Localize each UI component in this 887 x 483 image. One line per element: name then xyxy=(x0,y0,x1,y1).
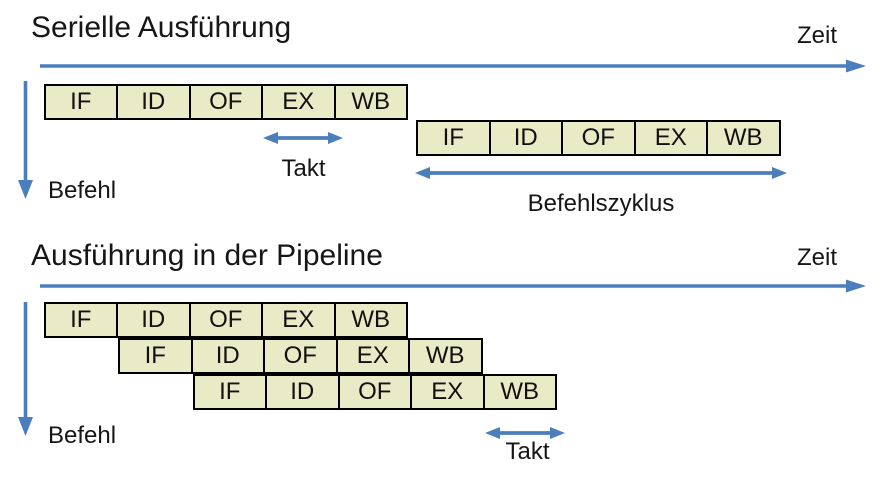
stage-cell: IF xyxy=(43,302,118,338)
stage-cell: ID xyxy=(488,120,563,156)
stage-cell: EX xyxy=(335,338,410,374)
stage-cell: WB xyxy=(408,338,483,374)
time-axis-arrow xyxy=(40,279,866,292)
clock-span-arrow xyxy=(485,427,565,439)
stage-cell: OF xyxy=(263,338,338,374)
serial-section-title: Serielle Ausführung xyxy=(31,11,292,44)
stage-cell: ID xyxy=(190,338,265,374)
stage-cell: IF xyxy=(118,338,193,374)
instruction-axis-arrow xyxy=(18,81,33,199)
stage-row-serial-2: IF ID OF EX WB xyxy=(416,120,781,156)
stage-cell: WB xyxy=(333,302,408,338)
time-axis-arrow xyxy=(40,59,866,72)
instruction-cycle-label: Befehlszyklus xyxy=(527,189,675,217)
time-axis-label: Zeit xyxy=(796,244,837,271)
instruction-axis-label: Befehl xyxy=(48,421,117,449)
time-axis-label: Zeit xyxy=(796,22,837,49)
instruction-axis-label: Befehl xyxy=(48,176,117,204)
instruction-axis-arrow xyxy=(18,302,33,436)
stage-row-pipeline-2: IF ID OF EX WB xyxy=(118,338,483,374)
stage-cell: WB xyxy=(482,374,557,410)
stage-cell: EX xyxy=(633,120,708,156)
pipeline-section-title: Ausführung in der Pipeline xyxy=(31,239,383,272)
clock-label: Takt xyxy=(281,154,326,182)
clock-label: Takt xyxy=(505,437,550,465)
stage-cell: OF xyxy=(188,84,263,120)
stage-cell: OF xyxy=(561,120,636,156)
stage-row-serial-1: IF ID OF EX WB xyxy=(43,84,408,120)
instruction-cycle-span-arrow xyxy=(415,167,787,179)
stage-cell: EX xyxy=(261,84,336,120)
stage-cell: WB xyxy=(706,120,781,156)
stage-cell: OF xyxy=(188,302,263,338)
stage-cell: EX xyxy=(261,302,336,338)
clock-span-arrow xyxy=(263,132,343,144)
stage-cell: EX xyxy=(410,374,485,410)
stage-row-pipeline-3: IF ID OF EX WB xyxy=(192,374,557,410)
stage-cell: IF xyxy=(416,120,491,156)
stage-row-pipeline-1: IF ID OF EX WB xyxy=(43,302,408,338)
stage-cell: ID xyxy=(116,302,191,338)
stage-cell: WB xyxy=(333,84,408,120)
stage-cell: IF xyxy=(192,374,267,410)
stage-cell: IF xyxy=(43,84,118,120)
stage-cell: OF xyxy=(337,374,412,410)
stage-cell: ID xyxy=(116,84,191,120)
stage-cell: ID xyxy=(265,374,340,410)
